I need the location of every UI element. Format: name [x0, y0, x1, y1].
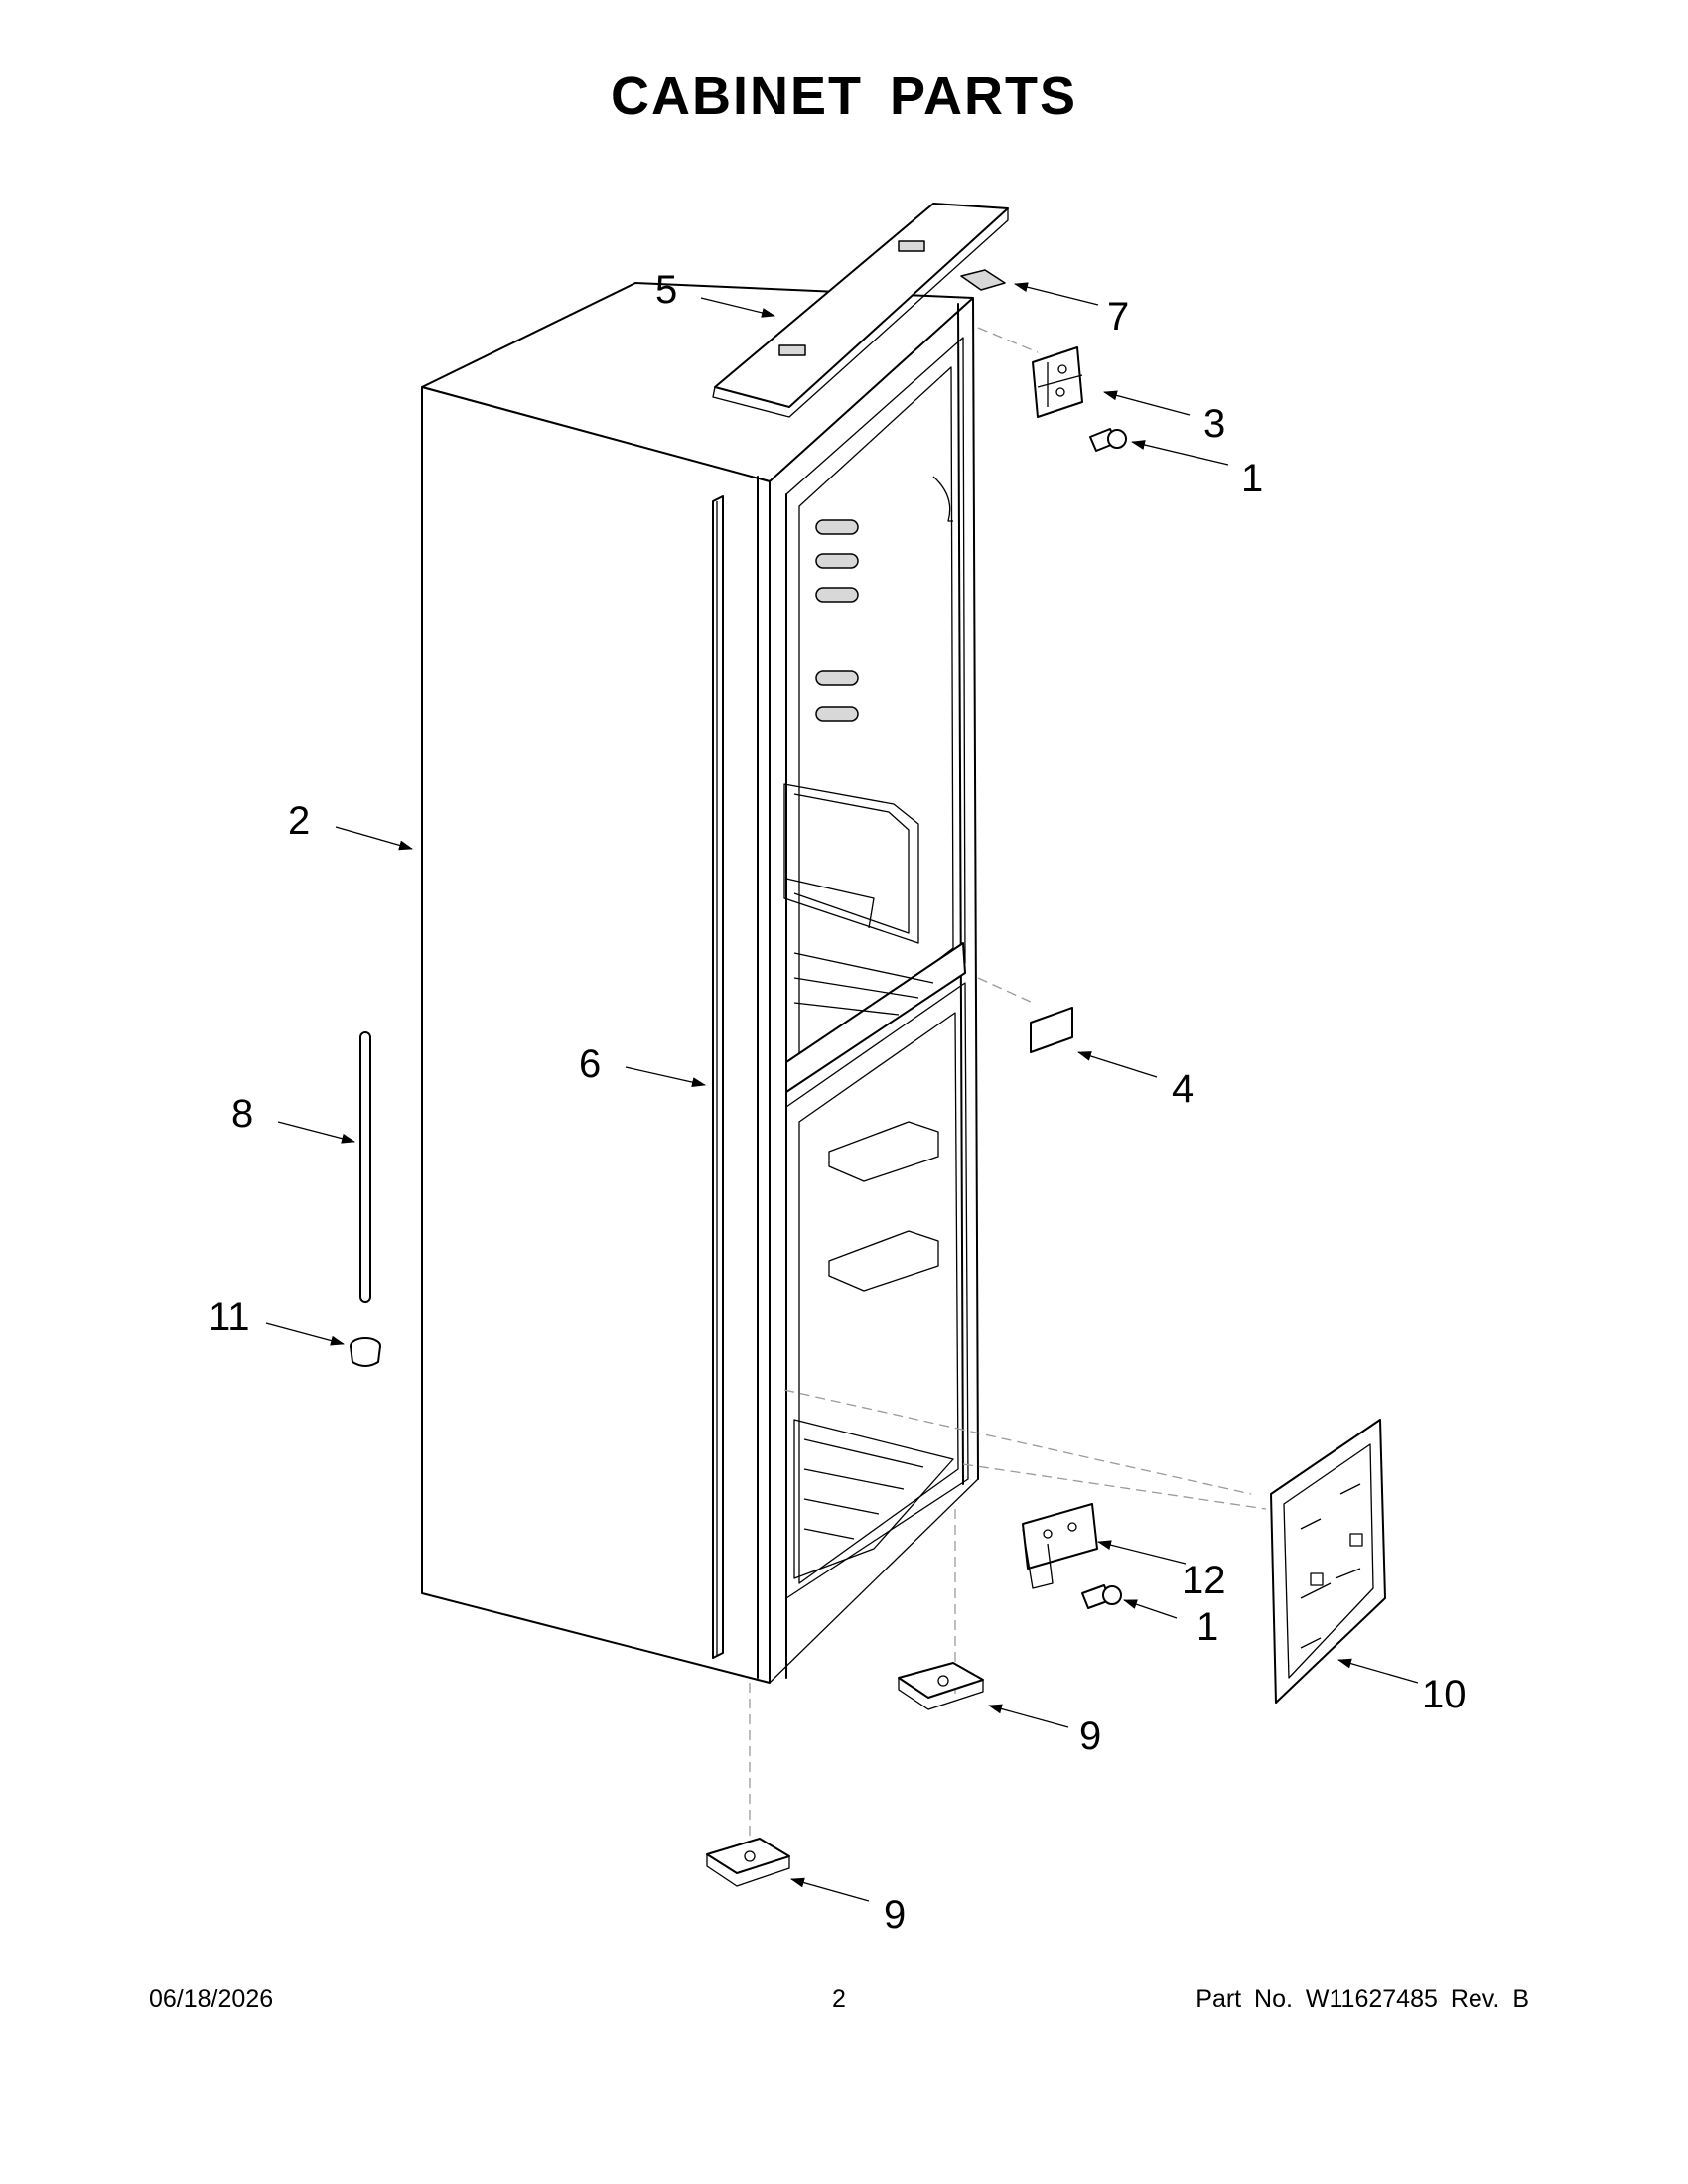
callout-9-upper: 9 — [1079, 1714, 1101, 1758]
callout-labels: 5 7 3 1 2 6 4 8 11 12 1 10 9 9 — [209, 268, 1467, 1937]
callout-2: 2 — [288, 799, 310, 843]
door-rod — [359, 1031, 371, 1303]
callout-12: 12 — [1182, 1559, 1226, 1602]
rod-cap — [350, 1337, 381, 1367]
callout-8: 8 — [231, 1092, 253, 1136]
footer-page-number: 2 — [832, 1985, 846, 2013]
page-title: CABINET PARTS — [610, 67, 1077, 126]
hinge-cover — [960, 269, 1006, 291]
leader-arrows — [265, 282, 1419, 1902]
callout-6: 6 — [579, 1042, 601, 1086]
footer-date: 06/18/2026 — [149, 1985, 274, 2013]
top-cover — [712, 203, 1009, 418]
leveling-foot-lower — [706, 1838, 790, 1887]
callout-10: 10 — [1422, 1673, 1467, 1716]
rear-panel — [1270, 1419, 1386, 1704]
liner-lower — [749, 327, 1267, 1866]
lower-hinge — [1022, 1503, 1122, 1609]
callout-4: 4 — [1172, 1067, 1194, 1111]
liner-upper — [783, 337, 966, 1093]
callout-3: 3 — [1203, 402, 1225, 446]
callout-1-lower: 1 — [1196, 1605, 1218, 1649]
callout-7: 7 — [1107, 295, 1129, 339]
callout-1-upper: 1 — [1241, 457, 1263, 500]
callout-5: 5 — [655, 268, 677, 312]
mullion-cover — [1030, 1007, 1073, 1053]
shelf-rails — [815, 519, 859, 722]
cabinet-body — [421, 282, 979, 1684]
leveling-foot-upper — [898, 1662, 984, 1710]
upper-hinge — [1032, 346, 1127, 452]
callout-9-lower: 9 — [884, 1893, 906, 1937]
callout-11: 11 — [209, 1296, 250, 1339]
footer-part-number: Part No. W11627485 Rev. B — [1196, 1985, 1529, 2013]
